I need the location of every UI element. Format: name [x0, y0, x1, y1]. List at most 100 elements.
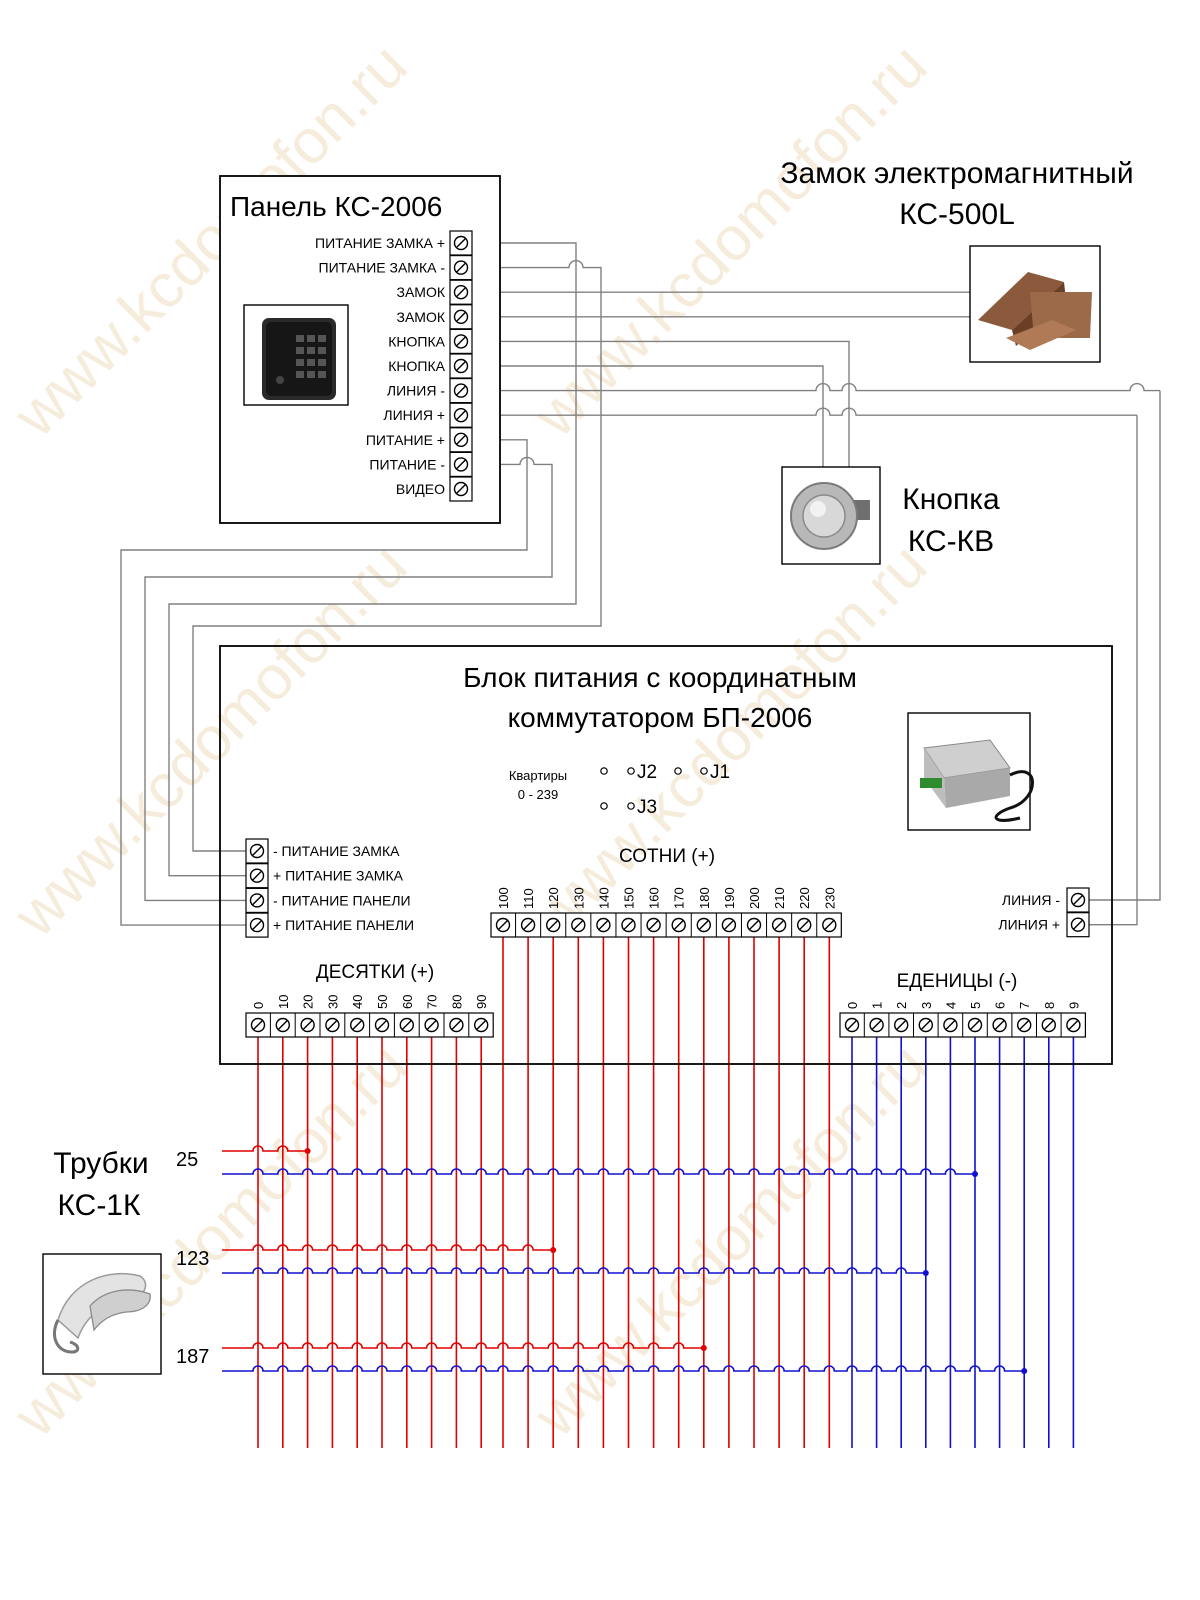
- panel-terminal-screw[interactable]: [453, 481, 469, 497]
- hundreds-terminal-screw[interactable]: [771, 917, 787, 933]
- units-terminal-screw[interactable]: [943, 1017, 958, 1033]
- wire-panel-power-plus: [120, 439, 528, 926]
- button-title-line1: Кнопка: [902, 483, 1000, 516]
- psu-title-line2: коммутатором БП-2006: [508, 702, 813, 733]
- hundreds-terminal-screw[interactable]: [646, 917, 661, 933]
- psu-power-terminal-screw[interactable]: [249, 868, 265, 883]
- hundreds-terminal-screw[interactable]: [822, 917, 837, 933]
- hundreds-terminal-screw[interactable]: [721, 917, 737, 933]
- panel-terminal-screw[interactable]: [453, 457, 469, 472]
- psu-power-terminal-label: - ПИТАНИЕ ПАНЕЛИ: [273, 892, 411, 908]
- units-terminal-screw[interactable]: [918, 1017, 933, 1033]
- hundreds-terminal-screw[interactable]: [571, 917, 586, 933]
- units-terminal-label: 0: [845, 1002, 860, 1009]
- junction-dot: [1021, 1368, 1028, 1374]
- wire-line-minus: [472, 382, 1160, 392]
- hundreds-terminal-screw[interactable]: [596, 917, 611, 933]
- handset-red-wire: [222, 1244, 554, 1251]
- units-terminal-screw[interactable]: [844, 1017, 860, 1033]
- hundreds-terminal-screw[interactable]: [520, 917, 536, 933]
- panel-terminal-screw[interactable]: [453, 383, 469, 398]
- tens-terminal-label: 60: [400, 995, 415, 1009]
- apartment-number: 25: [176, 1149, 198, 1171]
- tens-label: ДЕСЯТКИ (+): [316, 962, 434, 983]
- panel-photo: [243, 304, 349, 406]
- jumper-j3[interactable]: J3: [600, 797, 657, 818]
- tens-terminal-screw[interactable]: [275, 1017, 290, 1033]
- psu-photo: [907, 712, 1034, 831]
- psu-power-terminal-screw[interactable]: [249, 893, 265, 908]
- panel-terminal-screw[interactable]: [453, 358, 469, 374]
- tens-terminal-screw[interactable]: [424, 1017, 439, 1033]
- junction-dot: [304, 1148, 311, 1154]
- tens-terminal-label: 80: [449, 995, 464, 1009]
- panel-terminal-screw[interactable]: [453, 260, 469, 275]
- hundreds-terminal-screw[interactable]: [621, 917, 636, 933]
- tens-terminal-label: 70: [425, 995, 440, 1009]
- tens-terminal-screw[interactable]: [399, 1017, 414, 1033]
- panel-terminal-label: ЛИНИЯ +: [383, 407, 445, 423]
- tens-terminal-screw[interactable]: [449, 1017, 464, 1033]
- tens-terminal-screw[interactable]: [474, 1017, 489, 1033]
- lock-photo: [969, 245, 1101, 363]
- wire-lock-power-plus: [168, 242, 577, 877]
- panel-ks2006: Панель КС-2006 ПИТАНИЕ ЗАМКА +ПИТАНИЕ ЗА…: [219, 175, 501, 524]
- panel-terminal-label: ЗАМОК: [396, 309, 445, 325]
- tens-terminal-screw[interactable]: [325, 1017, 340, 1033]
- units-terminal-screw[interactable]: [1017, 1017, 1032, 1033]
- hundreds-terminal-screw[interactable]: [495, 917, 511, 933]
- hundreds-terminal-label: 180: [697, 887, 712, 909]
- panel-terminal-screw[interactable]: [453, 285, 469, 300]
- psu-title-line1: Блок питания с координатным: [463, 662, 857, 693]
- panel-terminal-label: КНОПКА: [388, 333, 445, 349]
- jumper-j2[interactable]: J2: [600, 762, 657, 783]
- apartment-number: 187: [176, 1346, 209, 1368]
- units-terminal-screw[interactable]: [869, 1017, 884, 1033]
- jumper-j1[interactable]: J1: [674, 762, 730, 783]
- tens-terminal-screw[interactable]: [350, 1017, 365, 1033]
- panel-terminal-label: ПИТАНИЕ +: [366, 432, 445, 448]
- units-terminal-screw[interactable]: [894, 1017, 909, 1033]
- panel-terminal-block: ПИТАНИЕ ЗАМКА +ПИТАНИЕ ЗАМКА -ЗАМОКЗАМОК…: [315, 230, 473, 502]
- panel-terminal-label: КНОПКА: [388, 358, 445, 374]
- hundreds-terminal-label: 130: [571, 887, 586, 909]
- units-label: ЕДЕНИЦЫ (-): [897, 971, 1018, 992]
- psu-line-terminal-screw[interactable]: [1070, 892, 1086, 908]
- tens-terminal-screw[interactable]: [250, 1017, 266, 1033]
- panel-terminal-screw[interactable]: [453, 408, 469, 423]
- tens-terminal-screw[interactable]: [374, 1017, 390, 1033]
- psu-power-terminal-screw[interactable]: [249, 843, 265, 859]
- hundreds-terminal-screw[interactable]: [671, 917, 686, 933]
- units-terminal-screw[interactable]: [992, 1017, 1007, 1033]
- panel-terminal-screw[interactable]: [453, 235, 469, 251]
- psu-line-terminal-screw[interactable]: [1070, 917, 1086, 932]
- units-terminal-screw[interactable]: [967, 1017, 983, 1033]
- tens-terminal-screw[interactable]: [300, 1017, 315, 1033]
- psu-line-terminal-block: ЛИНИЯ -ЛИНИЯ +: [998, 887, 1090, 938]
- panel-terminal-screw[interactable]: [453, 309, 469, 324]
- units-terminal-label: 9: [1066, 1002, 1081, 1009]
- hundreds-terminal-screw[interactable]: [797, 917, 812, 933]
- panel-terminal-screw[interactable]: [453, 334, 469, 349]
- panel-terminal-label: ПИТАНИЕ ЗАМКА -: [319, 260, 446, 276]
- units-terminal-label: 3: [919, 1002, 934, 1009]
- hundreds-terminal-label: 110: [521, 888, 536, 909]
- units-terminal-screw[interactable]: [1066, 1017, 1081, 1033]
- panel-terminal-screw[interactable]: [453, 432, 469, 447]
- panel-terminal-label: ПИТАНИЕ ЗАМКА +: [315, 235, 445, 251]
- psu-power-terminal-label: + ПИТАНИЕ ЗАМКА: [273, 868, 404, 884]
- hundreds-terminal-screw[interactable]: [746, 917, 762, 933]
- tens-terminal-label: 50: [375, 995, 390, 1009]
- units-terminal-screw[interactable]: [1041, 1017, 1057, 1033]
- handset-blue-wire: [222, 1365, 1025, 1372]
- hundreds-terminal-screw[interactable]: [696, 917, 711, 933]
- lock-title-line1: Замок электромагнитный: [780, 157, 1133, 190]
- junction-dot: [550, 1247, 557, 1253]
- jumper-j2-label: J2: [637, 762, 657, 783]
- jumper-j1-label: J1: [710, 762, 730, 783]
- psu-power-terminal-screw[interactable]: [249, 917, 265, 933]
- hundreds-terminal-screw[interactable]: [546, 917, 561, 933]
